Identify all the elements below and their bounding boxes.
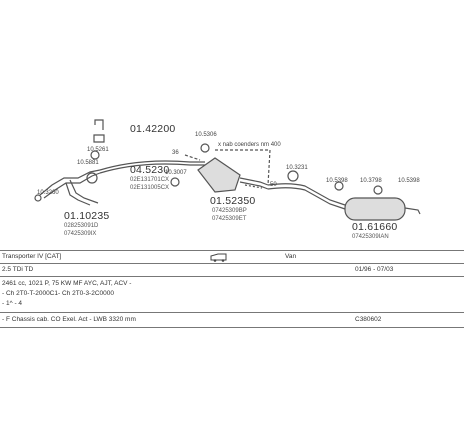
clamp-icon: [287, 170, 299, 182]
part-sub-p3-2: 07425309IX: [64, 231, 97, 237]
divider: [0, 327, 464, 328]
part-sub-p4-1: 07425309BP: [212, 208, 247, 214]
part-sub-p2-1: 02E131701CX: [130, 177, 170, 183]
hanger-icon: [93, 134, 105, 143]
clamp-icon: [200, 143, 210, 153]
divider: [0, 276, 464, 277]
body-type: Van: [285, 253, 297, 260]
small-part-i: 10.5398: [398, 178, 420, 184]
clamp-icon: [334, 181, 344, 191]
small-part-b: 10.5881: [77, 160, 99, 166]
exhaust-diagram: 01.42200 04.5230 02E131701CX 02E131005CX…: [34, 119, 421, 240]
chassis-range: - Ch 2T0-T-2000C1- Ch 2T0-3-2C0000: [2, 290, 114, 297]
part-number-p5: 01.61660: [352, 221, 398, 233]
clamp-icon: [170, 177, 180, 187]
small-part-e: 10.3007: [165, 170, 187, 176]
small-part-g: 10.5398: [326, 178, 348, 184]
small-part-f: 10.3231: [286, 165, 308, 171]
small-part-h: 10.3798: [360, 178, 382, 184]
clamp-icon: [90, 150, 100, 160]
dimension-36: 36: [172, 150, 179, 156]
small-part-a: 10.5261: [87, 147, 109, 153]
small-part-d: 10.3260: [37, 190, 59, 196]
chassis-spec: - F Chassis cab. CO Exel. Act - LWB 3320…: [2, 316, 136, 323]
part-number-p4: 01.52350: [210, 195, 256, 207]
part-sub-p4-2: 07425309ET: [212, 216, 247, 222]
clamp-icon: [86, 172, 98, 184]
part-sub-p3-1: 028253091D: [64, 223, 99, 229]
part-sub-p2-2: 02E131005CX: [130, 185, 170, 191]
model-name: Transporter IV [CAT]: [2, 253, 62, 260]
gasket-icon: [34, 194, 42, 202]
part-number-p3: 01.10235: [64, 210, 110, 222]
part-number-p2: 04.5230: [130, 164, 170, 176]
bracket-icon: [94, 119, 104, 130]
divider: [0, 263, 464, 264]
part-number-p1: 01.42200: [130, 123, 176, 135]
engine: 2.5 TDi TD: [2, 266, 34, 273]
clamp-icon: [373, 185, 383, 195]
dimension-50: 50: [270, 182, 277, 188]
note-line: - 1^ - 4: [2, 300, 23, 307]
install-note: x nab coenders nm 400: [218, 142, 281, 148]
engine-spec: 2461 cc, 1021 P, 75 KW MF AYC, AJT, ACV …: [2, 280, 132, 287]
small-part-c: 10.5306: [195, 132, 217, 138]
exhaust-drawing: [34, 119, 421, 221]
part-sub-p5-1: 07425309IAN: [352, 234, 389, 240]
divider: [0, 312, 464, 313]
van-icon: [210, 253, 228, 264]
divider: [0, 250, 464, 251]
production-period: 01/96 - 07/03: [355, 266, 394, 273]
catalog-code: C380602: [355, 316, 382, 323]
